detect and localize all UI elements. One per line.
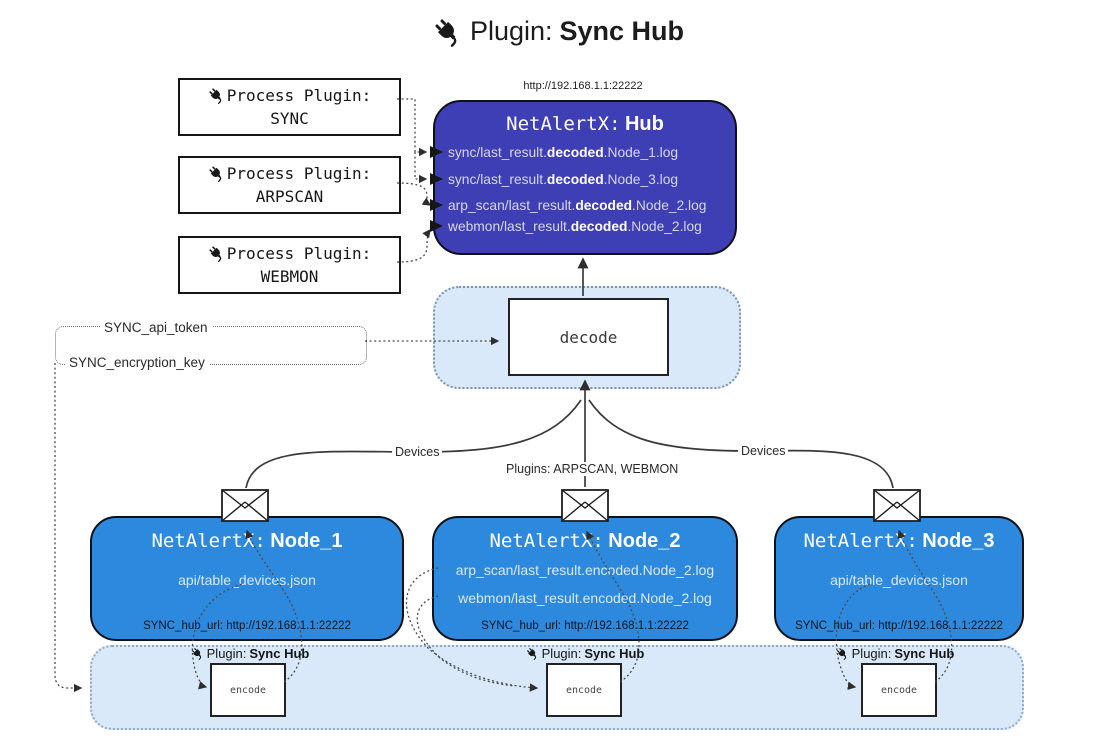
plug-icon xyxy=(209,246,221,262)
title-name: Sync Hub xyxy=(559,16,685,46)
webmon-to-log4-connector xyxy=(396,228,431,263)
process-plugin-name: ARPSCAN xyxy=(255,187,324,206)
page-title: Plugin: Sync Hub xyxy=(0,16,1117,47)
node-hub-url: SYNC_hub_url: http://192.168.1.1:22222 xyxy=(143,620,351,632)
sync-to-log1-connector xyxy=(397,98,428,157)
node-file: api/table_devices.json xyxy=(830,572,968,588)
hub-log-line: arp_scan/last_result.decoded.Node_2.log xyxy=(448,198,707,213)
node-file: webmon/last_result.encoded.Node_2.log xyxy=(458,590,712,606)
node-file: api/table_devices.json xyxy=(178,572,316,588)
band-plugin-label: Plugin:Sync Hub xyxy=(805,646,985,661)
plug-icon xyxy=(836,648,846,660)
sync-encryption-key-label: SYNC_encryption_key xyxy=(65,355,209,370)
sync-to-log2-connector xyxy=(414,152,428,184)
node-hub-url: SYNC_hub_url: http://192.168.1.1:22222 xyxy=(795,620,1003,632)
band-plugin-label: Plugin:Sync Hub xyxy=(495,646,675,661)
plugins-label-center: Plugins: ARPSCAN, WEBMON xyxy=(503,462,682,476)
node-file: arp_scan/last_result.encoded.Node_2.log xyxy=(455,562,715,578)
node-3-box: NetAlertX: Node_3 api/table_devices.json… xyxy=(774,516,1024,641)
encode-box: encode xyxy=(861,663,937,717)
node-hub-url: SYNC_hub_url: http://192.168.1.1:22222 xyxy=(481,620,689,632)
node-title: NetAlertX: Node_2 xyxy=(489,530,681,552)
plug-icon xyxy=(435,18,457,47)
band-plugin-label: Plugin:Sync Hub xyxy=(160,646,340,661)
title-prefix: Plugin: xyxy=(469,16,553,46)
plug-icon xyxy=(209,88,221,104)
hub-log-line: sync/last_result.decoded.Node_3.log xyxy=(448,172,679,187)
encode-box: encode xyxy=(210,663,286,717)
process-plugin-label: Process Plugin: xyxy=(226,85,372,105)
token-to-band-connector xyxy=(54,363,83,693)
process-plugin-label: Process Plugin: xyxy=(226,163,372,183)
node-1-box: NetAlertX: Node_1 api/table_devices.json… xyxy=(90,516,404,641)
process-plugin-arpscan: Process Plugin: ARPSCAN xyxy=(178,156,401,214)
hub-log-line: sync/last_result.decoded.Node_1.log xyxy=(448,145,679,160)
devices-label-left: Devices xyxy=(392,445,443,459)
process-plugin-sync: Process Plugin: SYNC xyxy=(178,78,401,136)
hub-url: http://192.168.1.1:22222 xyxy=(523,80,643,92)
devices-label-right: Devices xyxy=(738,444,789,458)
process-plugin-name: SYNC xyxy=(270,109,309,128)
process-plugin-label: Process Plugin: xyxy=(226,243,372,263)
hub-box: NetAlertX: Hub sync/last_result.decoded.… xyxy=(433,100,737,255)
hub-title: NetAlertX: Hub xyxy=(506,113,664,135)
plug-icon xyxy=(526,648,536,660)
hub-log-line: webmon/last_result.decoded.Node_2.log xyxy=(448,219,702,234)
plug-icon xyxy=(191,648,201,660)
sync-api-token-label: SYNC_api_token xyxy=(100,320,212,335)
node-title: NetAlertX: Node_1 xyxy=(151,530,343,552)
decode-box: decode xyxy=(508,298,669,376)
node-title: NetAlertX: Node_3 xyxy=(803,530,995,552)
plug-icon xyxy=(209,166,221,182)
node-2-box: NetAlertX: Node_2 arp_scan/last_result.e… xyxy=(432,516,738,641)
process-plugin-webmon: Process Plugin: WEBMON xyxy=(178,236,401,294)
encode-box: encode xyxy=(546,663,622,717)
process-plugin-name: WEBMON xyxy=(260,267,319,286)
arpscan-to-log3-connector xyxy=(396,182,432,206)
